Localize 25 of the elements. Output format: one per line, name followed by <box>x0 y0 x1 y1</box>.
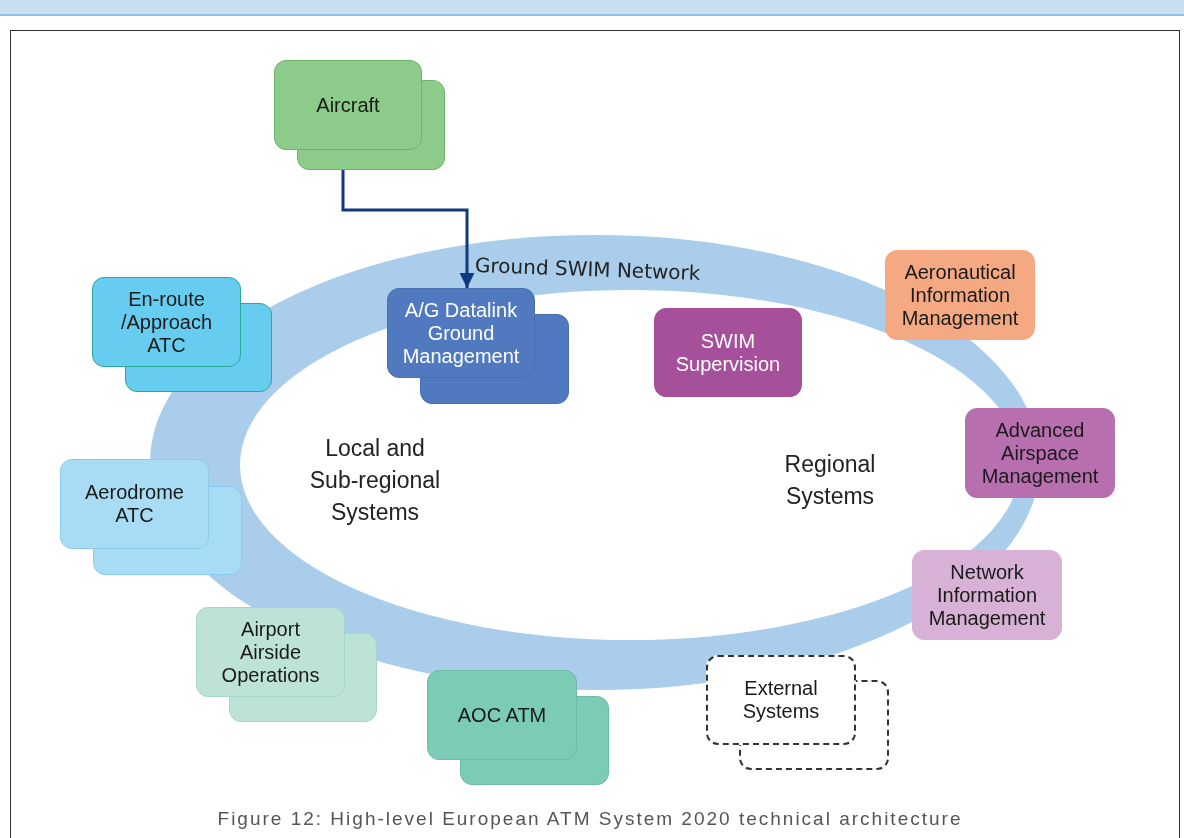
process-box <box>965 408 1115 498</box>
process-box <box>654 308 802 397</box>
stacked-box <box>60 459 242 575</box>
stacked-box <box>92 277 272 392</box>
box-label: AOC ATM <box>457 703 547 727</box>
arrow <box>341 170 475 288</box>
region-label: Regional Systems <box>783 450 877 511</box>
box-label: Airport Airside Operations <box>220 617 321 687</box>
stacked-box <box>706 655 889 770</box>
box-label: Aircraft <box>316 93 380 117</box>
stacked-box <box>427 670 609 785</box>
box-label: Network Information Management <box>927 560 1047 630</box>
box-label: Advanced Airspace Management <box>980 418 1100 488</box>
stacked-box <box>274 60 445 170</box>
ring-label: Ground SWIM Network <box>474 253 701 285</box>
stacked-box <box>387 288 569 404</box>
stacked-box <box>196 607 377 722</box>
box-label: En-route /Approach ATC <box>119 287 214 357</box>
box-label: SWIM Supervision <box>674 329 782 376</box>
box-label: A/G Datalink Ground Management <box>401 298 521 368</box>
box-label: External Systems <box>741 677 821 723</box>
box-label: Aeronautical Information Management <box>900 260 1020 330</box>
process-box <box>912 550 1062 640</box>
region-label: Local and Sub-regional Systems <box>308 434 442 527</box>
box-label: Aerodrome ATC <box>84 481 185 527</box>
